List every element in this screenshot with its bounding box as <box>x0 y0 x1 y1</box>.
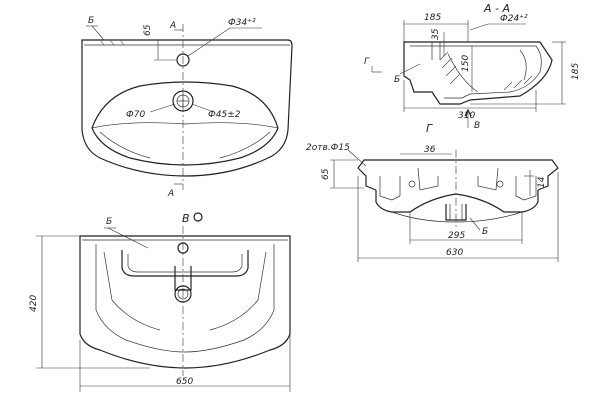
plan-dia-45: Ф45±2 <box>208 110 241 120</box>
side-view-label-b: Б <box>482 227 488 237</box>
plan-section-a-top: A <box>169 21 176 31</box>
section-aa-label-b: Б <box>394 75 400 85</box>
side-view-g: Г 2отв.Ф15 36 65 14 295 Б 630 <box>306 122 559 262</box>
section-aa-dim-185-right: 185 <box>571 63 581 80</box>
plan-view: Б 65 A A Ф34⁺² Ф70 Ф45±2 <box>81 16 293 199</box>
view-marker-icon <box>193 212 203 222</box>
plan-dia-34: Ф34⁺² <box>228 18 256 28</box>
section-a-a: A - A 185 35 Ф24⁺² Г Б 150 185 310 В <box>364 2 581 131</box>
section-aa-title: A - A <box>483 2 510 15</box>
section-aa-dim-185-top: 185 <box>424 13 441 23</box>
section-aa-dim-310: 310 <box>458 111 475 121</box>
plan-section-a-bottom: A <box>167 189 174 199</box>
plan-dia-70: Ф70 <box>126 110 145 120</box>
side-view-dim-65: 65 <box>321 168 331 180</box>
bottom-view-label-b: Б <box>106 217 112 227</box>
plan-label-b: Б <box>88 16 94 26</box>
side-view-dim-36: 36 <box>424 145 436 155</box>
side-view-dim-630: 630 <box>446 248 463 258</box>
section-aa-view-b: В <box>474 121 480 131</box>
section-aa-dim-35: 35 <box>431 28 441 40</box>
bottom-view-title: В <box>182 212 190 225</box>
side-view-holes-note: 2отв.Ф15 <box>306 143 350 153</box>
side-view-dim-14: 14 <box>537 176 547 188</box>
section-aa-dim-150: 150 <box>461 55 471 72</box>
plan-dim-65: 65 <box>143 24 153 36</box>
section-aa-label-g: Г <box>364 57 370 67</box>
side-view-title: Г <box>426 122 433 135</box>
bottom-view-b: В Б 420 650 <box>29 212 291 392</box>
section-aa-dia-24: Ф24⁺² <box>500 14 528 24</box>
side-view-dim-295: 295 <box>448 231 465 241</box>
bottom-view-dim-650: 650 <box>176 377 193 387</box>
bottom-view-dim-420: 420 <box>29 295 39 312</box>
